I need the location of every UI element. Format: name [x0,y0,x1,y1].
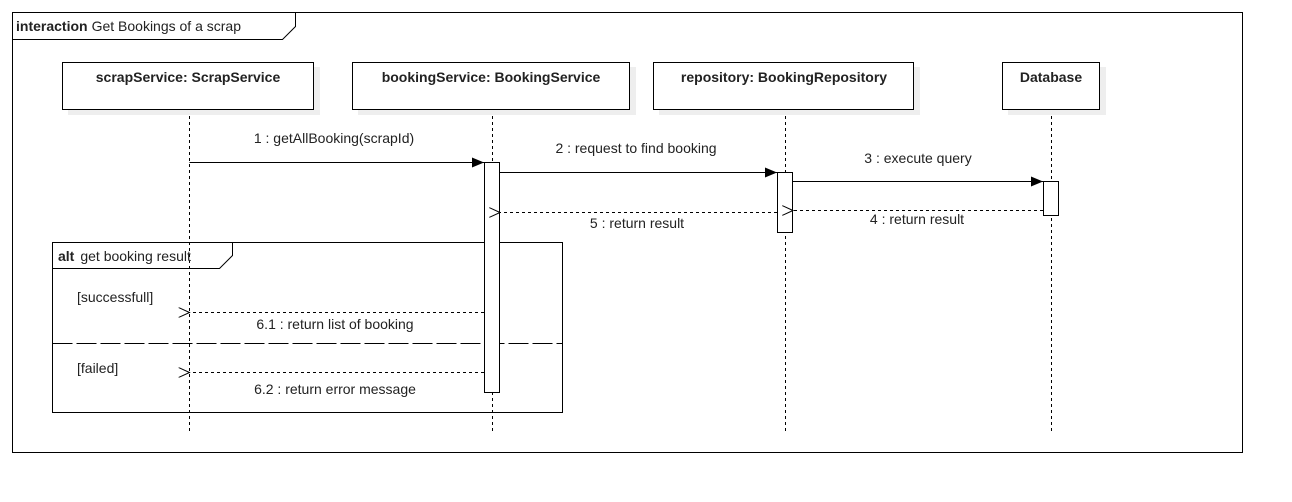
lifeline-box-repository [653,62,914,110]
lifeline-box-scrapservice [62,62,314,110]
message-4-label: 4 : return result [870,211,964,227]
lifeline-label-database: Database [1020,69,1082,85]
message-5-label: 5 : return result [590,215,684,231]
frame-keyword: interaction [16,18,88,34]
lifeline-label-repository: repository: BookingRepository [681,69,887,85]
message-3-label: 3 : execute query [864,150,971,166]
frame-name: Get Bookings of a scrap [92,18,242,34]
lifeline-box-bookingservice [352,62,630,110]
message-6-2-label: 6.2 : return error message [254,381,416,397]
message-6-1-label: 6.1 : return list of booking [256,316,413,332]
alt-title: get booking result [80,248,191,264]
activation-bars [484,162,1059,393]
alt-fragment: alt get booking result [successfull] [fai… [52,242,563,413]
lifeline-label-scrapservice: scrapService: ScrapService [96,69,281,85]
lifeline-label-bookingservice: bookingService: BookingService [382,69,601,85]
lifeline-heads: scrapService: ScrapService bookingServic… [62,62,1106,115]
activation-repository [777,172,793,233]
activation-database [1043,181,1059,216]
message-1-label: 1 : getAllBooking(scrapId) [254,130,414,146]
alt-keyword: alt [58,248,75,264]
alt-header: alt get booking result [58,248,191,264]
alt-guard-successful: [successfull] [77,289,153,305]
messages: 1 : getAllBooking(scrapId) 2 : request t… [190,130,1043,397]
activation-bookingservice [484,162,500,393]
message-2-label: 2 : request to find booking [555,140,716,156]
alt-guard-failed: [failed] [77,360,118,376]
lifeline-box-database [1002,62,1100,110]
